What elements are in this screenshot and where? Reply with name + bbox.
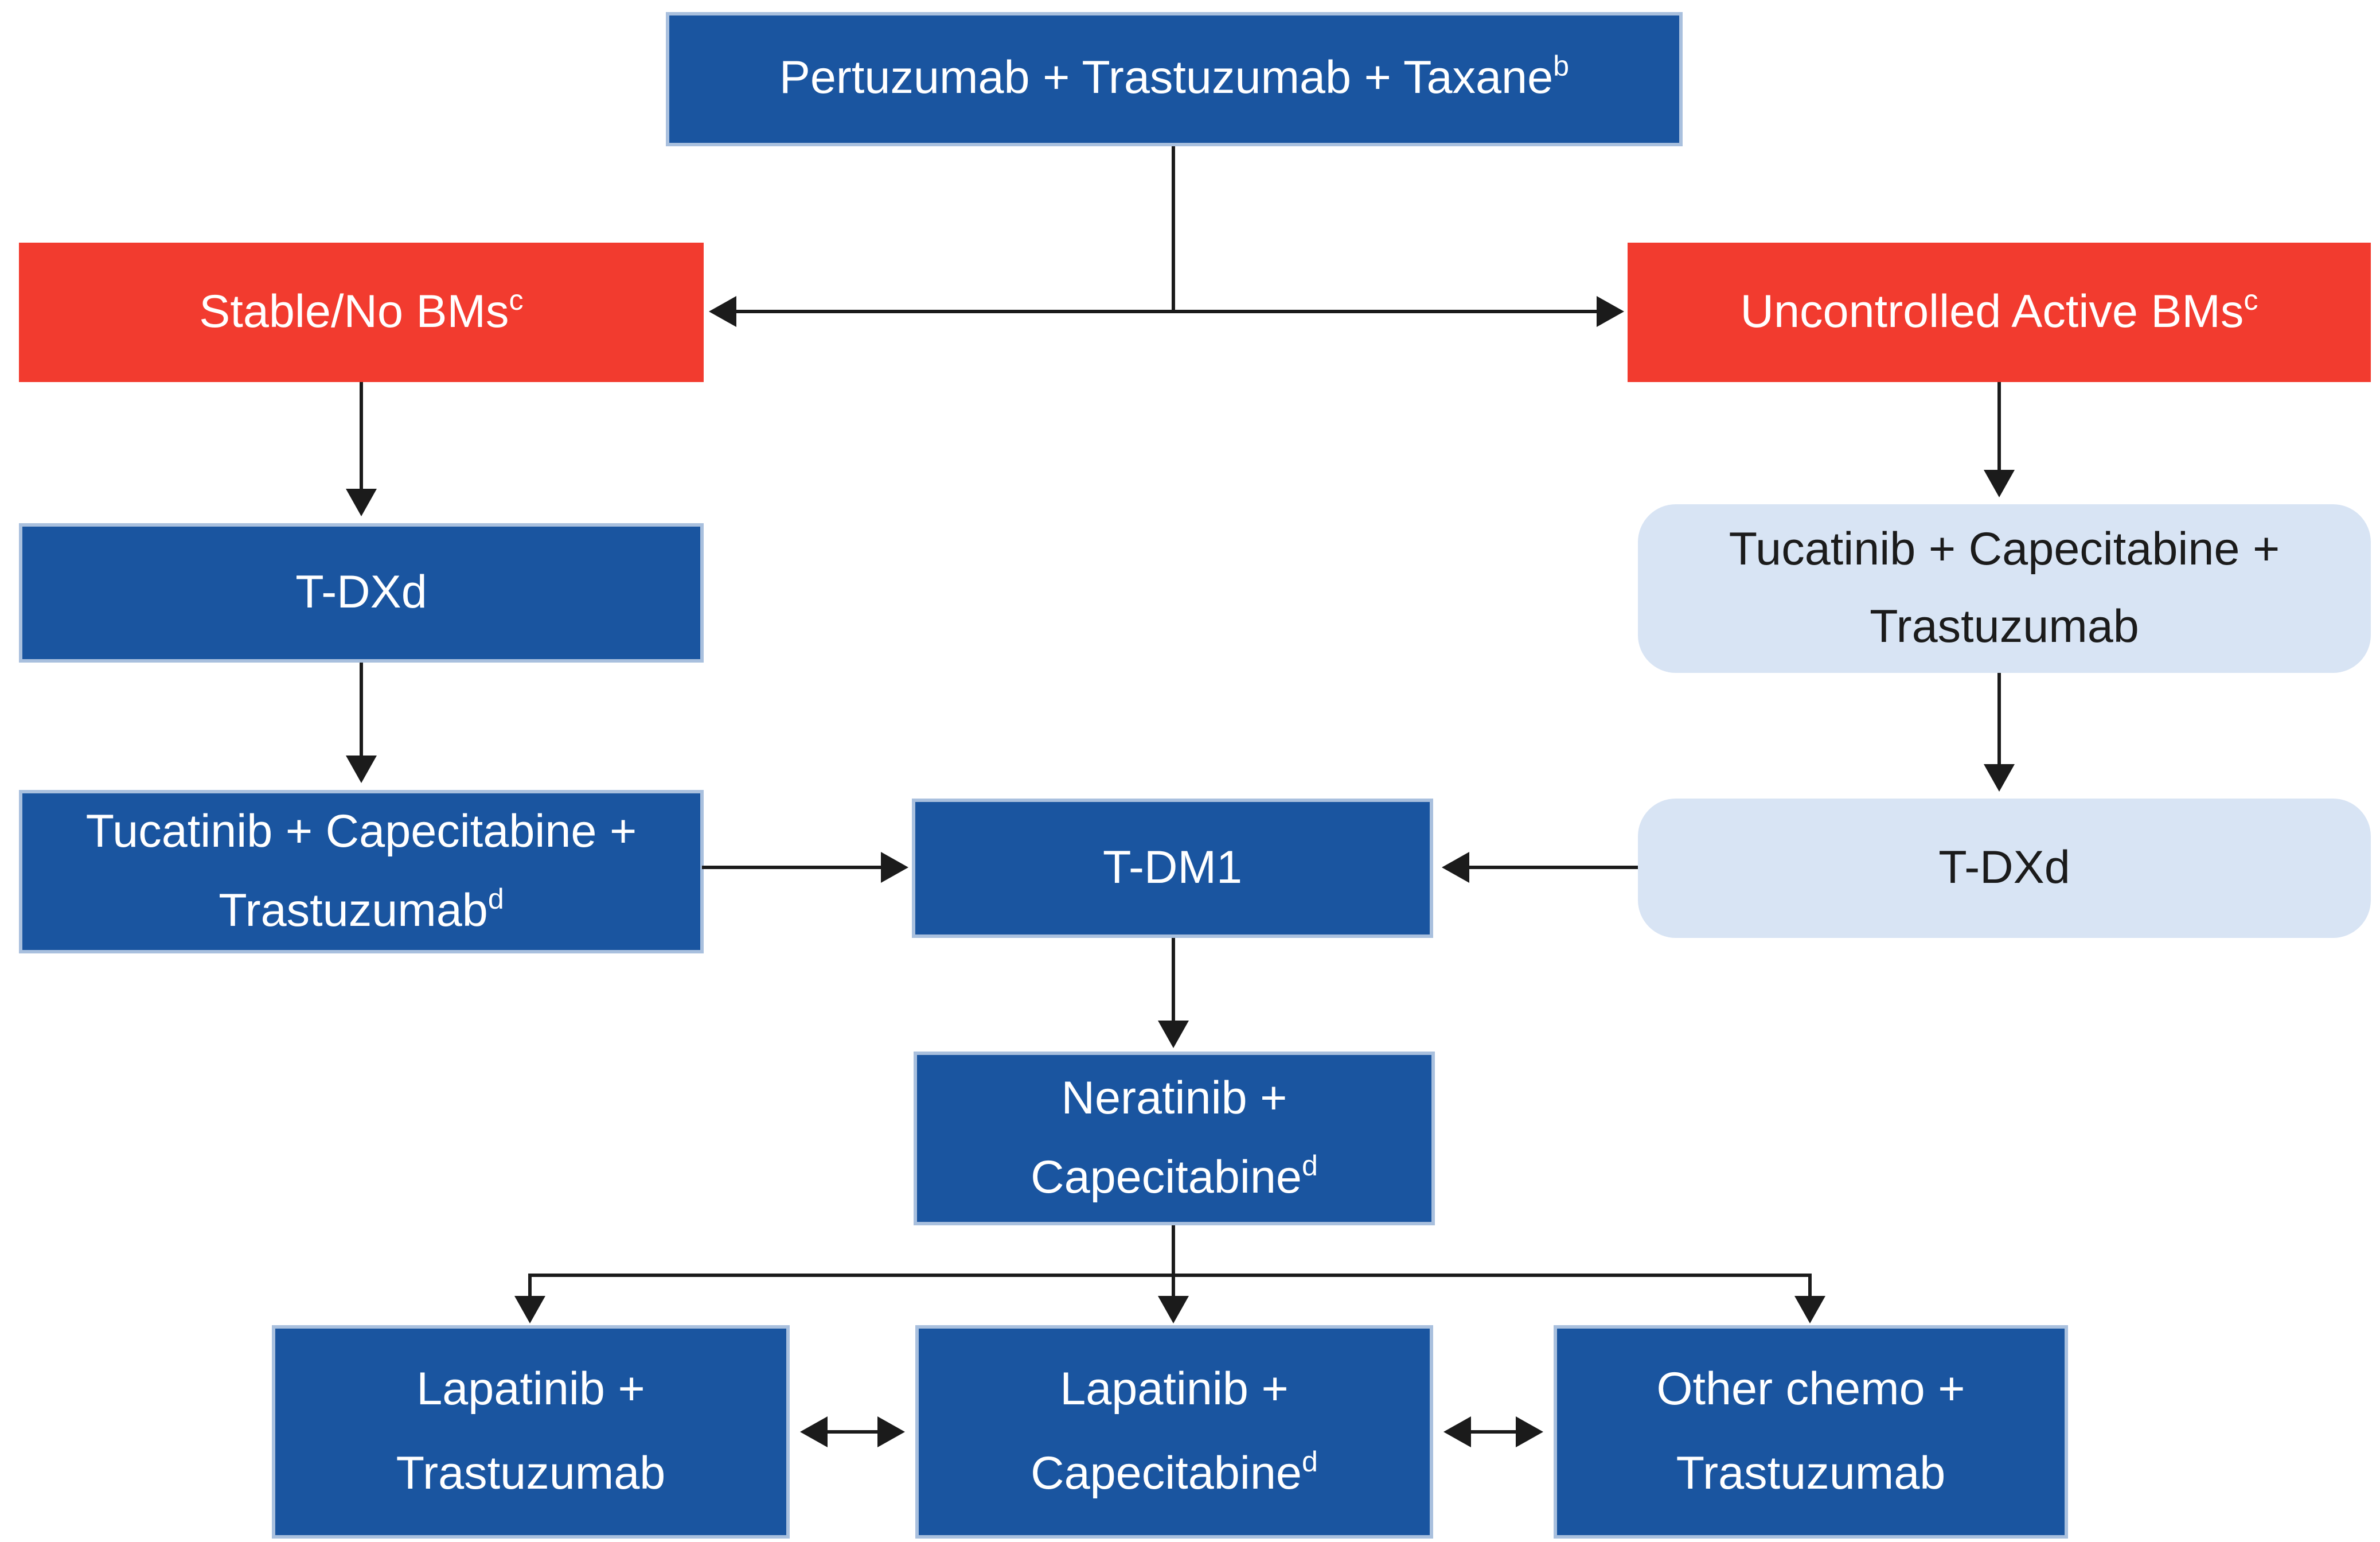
node-text: Trastuzumab	[1870, 601, 2139, 652]
node-tucatinib-capecitabine-trastuzumab-left: Tucatinib + Capecitabine + Trastuzumabd	[19, 790, 704, 953]
arrowhead-to-tdm1-right	[1442, 852, 1469, 883]
node-pertuzumab-trastuzumab-taxane: Pertuzumab + Trastuzumab + Taxaneb	[666, 12, 1683, 146]
node-label: T-DXd	[1938, 842, 2070, 895]
node-neratinib-capecitabine: Neratinib + Capecitabined	[914, 1052, 1435, 1225]
superscript-d: d	[1301, 1446, 1318, 1478]
connector-branch-right	[1808, 1274, 1812, 1296]
node-other-chemo-trastuzumab: Other chemo + Trastuzumab	[1554, 1325, 2068, 1539]
arrowhead-to-lapatinib-capecitabine	[1158, 1296, 1189, 1323]
arrowhead-double-right-1	[877, 1416, 905, 1447]
connector-active-to-tucatinib	[1997, 382, 2001, 470]
connector-tucatinib-to-tdm1	[702, 866, 881, 869]
arrowhead-to-neratinib	[1158, 1021, 1189, 1048]
connector-branch-left	[528, 1274, 532, 1296]
superscript-c: c	[509, 283, 524, 317]
node-text: Tucatinib + Capecitabine +	[85, 806, 637, 858]
node-label: Uncontrolled Active BMsc	[1741, 286, 2258, 339]
node-label-line1: Tucatinib + Capecitabine +	[86, 806, 637, 859]
node-label-line1: Lapatinib +	[416, 1363, 645, 1416]
connector-double-2	[1468, 1430, 1519, 1434]
connector-stable-to-tdxd	[360, 382, 363, 489]
arrowhead-double-right-2	[1516, 1416, 1543, 1447]
superscript-d: d	[1301, 1148, 1318, 1182]
connector-branch-middle	[1172, 1274, 1175, 1296]
node-label-line2: Trastuzumab	[1676, 1447, 1946, 1501]
node-label-line1: Other chemo +	[1656, 1363, 1965, 1416]
node-label-line2: Trastuzumab	[396, 1447, 666, 1501]
node-tucatinib-capecitabine-trastuzumab-right: Tucatinib + Capecitabine + Trastuzumab	[1638, 504, 2371, 673]
connector-root-split	[736, 310, 1597, 313]
arrowhead-double-left-2	[1443, 1416, 1471, 1447]
arrowhead-to-tdm1-left	[881, 852, 908, 883]
node-text: Lapatinib +	[1060, 1362, 1289, 1415]
connector-tucatinib-to-tdxd	[1997, 673, 2001, 764]
node-label: Pertuzumab + Trastuzumab + Taxaneb	[779, 52, 1569, 106]
node-text: Neratinib +	[1061, 1073, 1287, 1125]
node-label: T-DM1	[1103, 842, 1242, 895]
node-lapatinib-capecitabine: Lapatinib + Capecitabined	[915, 1325, 1433, 1539]
connector-branch-bar	[530, 1274, 1812, 1277]
node-text: Uncontrolled Active BMs	[1740, 285, 2244, 337]
node-label-line2: Trastuzumab	[1870, 601, 2139, 654]
node-text: Pertuzumab + Trastuzumab + Taxane	[779, 52, 1554, 104]
arrowhead-to-tdxd-left	[346, 489, 377, 516]
node-lapatinib-trastuzumab: Lapatinib + Trastuzumab	[272, 1325, 790, 1539]
node-tdm1: T-DM1	[912, 799, 1433, 938]
arrowhead-to-other-chemo	[1794, 1296, 1825, 1323]
node-text: Trastuzumab	[396, 1447, 666, 1499]
node-text: Capecitabine	[1031, 1447, 1302, 1499]
node-text: Tucatinib + Capecitabine +	[1729, 523, 2280, 575]
node-text: Capecitabine	[1031, 1150, 1302, 1202]
node-label-line2: Capecitabined	[1031, 1151, 1318, 1204]
superscript-d: d	[487, 882, 504, 915]
connector-tdm1-to-neratinib	[1172, 938, 1175, 1021]
connector-double-1	[824, 1430, 881, 1434]
arrowhead-to-tucatinib-left	[346, 756, 377, 783]
node-label: T-DXd	[295, 566, 427, 620]
node-tdxd-right: T-DXd	[1638, 799, 2371, 938]
arrowhead-to-tdxd-right	[1984, 764, 2015, 792]
arrowhead-to-tucatinib-right	[1984, 470, 2015, 497]
node-text: Trastuzumab	[219, 883, 488, 936]
node-text: Stable/No BMs	[199, 285, 509, 337]
superscript-c: c	[2244, 283, 2258, 317]
arrowhead-double-left-1	[800, 1416, 828, 1447]
node-tdxd-left: T-DXd	[19, 523, 704, 663]
node-label-line2: Trastuzumabd	[219, 884, 504, 937]
node-label-line1: Tucatinib + Capecitabine +	[1729, 523, 2280, 577]
connector-root-stem	[1172, 146, 1175, 311]
node-text: T-DXd	[1938, 841, 2070, 893]
superscript-b: b	[1553, 50, 1570, 84]
node-label-line1: Neratinib +	[1061, 1073, 1287, 1126]
arrowhead-to-active-bms	[1597, 296, 1624, 327]
node-text: Other chemo +	[1656, 1362, 1965, 1415]
connector-neratinib-stem	[1172, 1225, 1175, 1275]
connector-tdxd-to-tdm1	[1469, 866, 1638, 869]
node-label-line1: Lapatinib +	[1060, 1363, 1289, 1416]
arrowhead-to-stable-bms	[709, 296, 736, 327]
node-uncontrolled-active-bms: Uncontrolled Active BMsc	[1628, 243, 2371, 382]
node-stable-no-bms: Stable/No BMsc	[19, 243, 704, 382]
node-label: Stable/No BMsc	[199, 286, 523, 339]
node-text: Trastuzumab	[1676, 1447, 1946, 1499]
node-text: Lapatinib +	[416, 1362, 645, 1415]
connector-tdxd-to-tucatinib	[360, 663, 363, 756]
node-text: T-DM1	[1103, 841, 1242, 893]
node-text: T-DXd	[295, 566, 427, 618]
node-label-line2: Capecitabined	[1031, 1447, 1318, 1501]
arrowhead-to-lapatinib-trastuzumab	[514, 1296, 545, 1323]
